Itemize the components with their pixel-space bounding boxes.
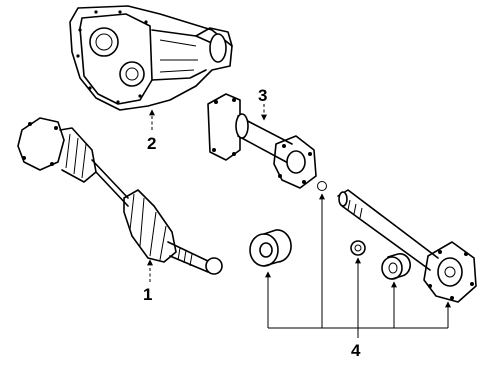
leader-lines <box>147 104 451 338</box>
retainer-ring <box>350 240 366 256</box>
wheel-bearing <box>381 252 411 280</box>
oil-seal <box>249 229 292 267</box>
axle-tube <box>207 93 317 189</box>
snap-ring <box>317 181 327 191</box>
callout-3: 3 <box>258 86 267 105</box>
cv-axle-shaft <box>17 117 223 275</box>
callout-4: 4 <box>351 341 361 360</box>
differential-carrier <box>69 5 233 111</box>
rear-axle-shaft <box>337 189 477 303</box>
callout-1: 1 <box>143 285 152 304</box>
callout-2: 2 <box>147 134 156 153</box>
